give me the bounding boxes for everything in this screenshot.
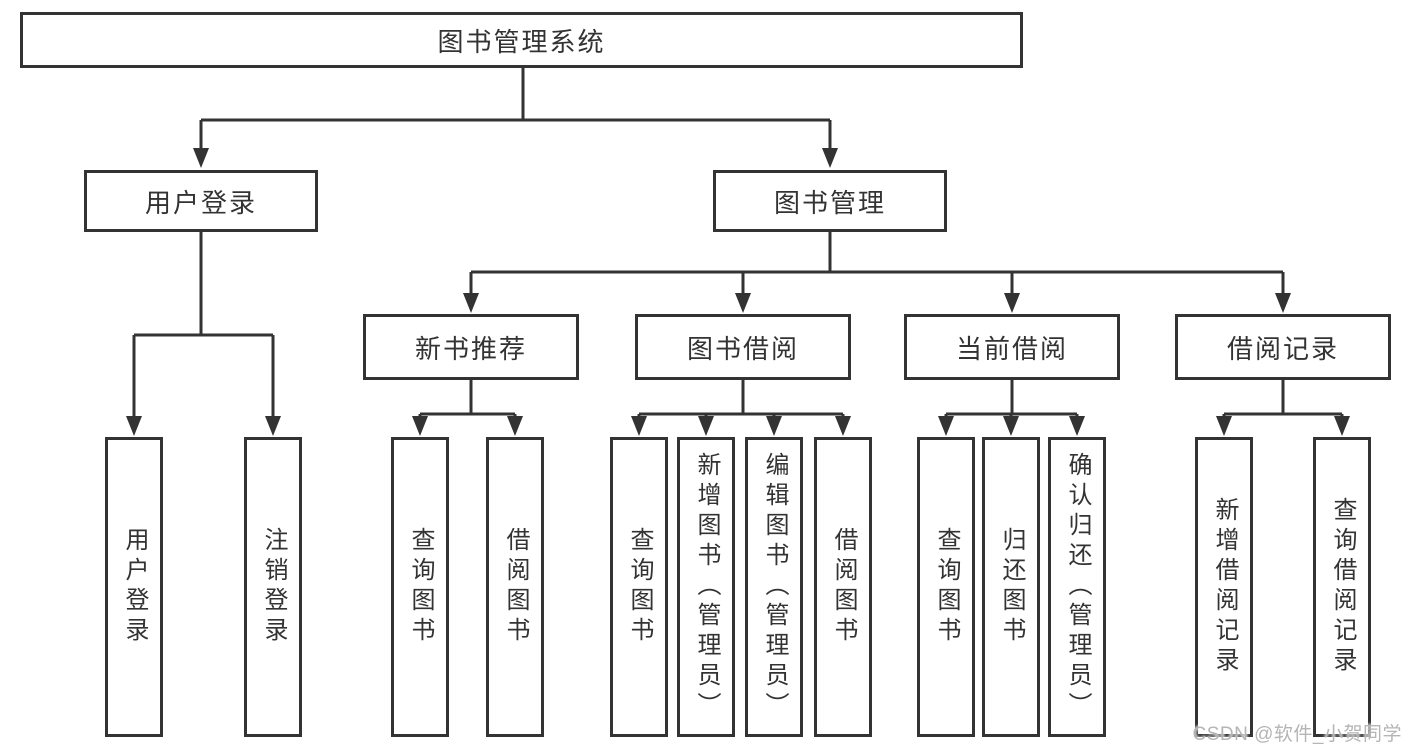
leaf-edit-book-admin: 编辑图书（管理员） [745,437,803,737]
leaf-query-books-recommend: 查询图书 [391,437,449,737]
node-label: 借阅图书 [502,527,529,647]
node-new-book-recommend: 新书推荐 [363,314,579,380]
leaf-query-books-borrow: 查询图书 [610,437,668,737]
node-book-borrow: 图书借阅 [635,314,851,380]
node-label: 新增借阅记录 [1211,497,1238,677]
node-label: 编辑图书（管理员） [761,452,788,722]
leaf-confirm-return-admin: 确认归还（管理员） [1048,437,1106,737]
leaf-add-borrow-record: 新增借阅记录 [1195,437,1253,737]
leaf-borrow-books-recommend: 借阅图书 [486,437,544,737]
node-label: 归还图书 [998,527,1025,647]
leaf-borrow-books: 借阅图书 [814,437,872,737]
node-borrow-records: 借阅记录 [1175,314,1391,380]
leaf-query-borrow-record: 查询借阅记录 [1313,437,1371,737]
node-label: 确认归还（管理员） [1064,452,1091,722]
leaf-query-books-current: 查询图书 [917,437,975,737]
node-label: 新增图书（管理员） [693,452,720,722]
node-label: 查询图书 [626,527,653,647]
node-label: 借阅图书 [830,527,857,647]
csdn-watermark: CSDN @软件_小贺同学 [1192,724,1402,745]
arrowheads [126,148,1350,436]
node-label: 查询图书 [407,527,434,647]
leaf-logout: 注销登录 [244,437,302,737]
node-library-management-system: 图书管理系统 [20,12,1023,68]
leaf-user-login: 用户登录 [105,437,163,737]
node-label: 注销登录 [260,527,287,647]
node-current-borrow: 当前借阅 [904,314,1120,380]
node-label: 查询图书 [933,527,960,647]
node-user-login: 用户登录 [84,170,318,232]
leaf-return-book: 归还图书 [982,437,1040,737]
node-book-management: 图书管理 [713,170,947,232]
node-label: 用户登录 [121,527,148,647]
node-label: 查询借阅记录 [1329,497,1356,677]
leaf-add-book-admin: 新增图书（管理员） [677,437,735,737]
